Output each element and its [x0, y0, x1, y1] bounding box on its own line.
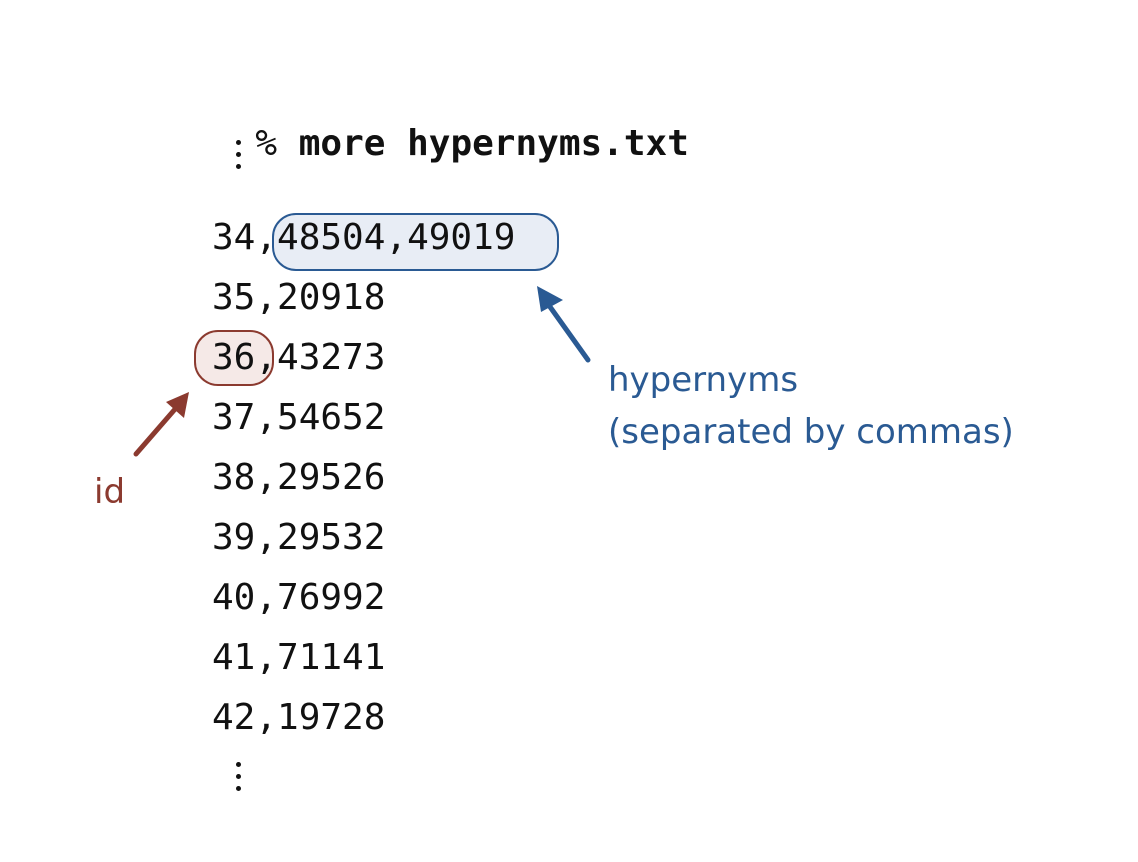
file-line: 42,19728 [212, 697, 386, 738]
ellipsis-bottom [236, 762, 242, 798]
id-label: id [94, 472, 126, 512]
file-line: 36,43273 [212, 337, 386, 378]
command-line: % more hypernyms.txt [212, 78, 689, 166]
file-line: 40,76992 [212, 577, 386, 618]
hypernyms-label-line2: (separated by commas) [608, 412, 1014, 452]
file-line: 35,20918 [212, 277, 386, 318]
id-highlight [194, 330, 274, 386]
ellipsis-top [236, 140, 242, 176]
id-arrow [133, 392, 189, 457]
hypernyms-label: hypernyms (separated by commas) [608, 354, 1014, 458]
file-line: 41,71141 [212, 637, 386, 678]
command-text: more hypernyms.txt [298, 123, 689, 164]
file-line: 38,29526 [212, 457, 386, 498]
command-prompt: % [255, 123, 278, 164]
file-line: 34,48504,49019 [212, 217, 516, 258]
hypernyms-label-line1: hypernyms [608, 360, 799, 400]
file-line: 37,54652 [212, 397, 386, 438]
file-line: 39,29532 [212, 517, 386, 558]
hypernyms-highlight [272, 213, 559, 271]
hypernyms-arrow [537, 286, 591, 363]
